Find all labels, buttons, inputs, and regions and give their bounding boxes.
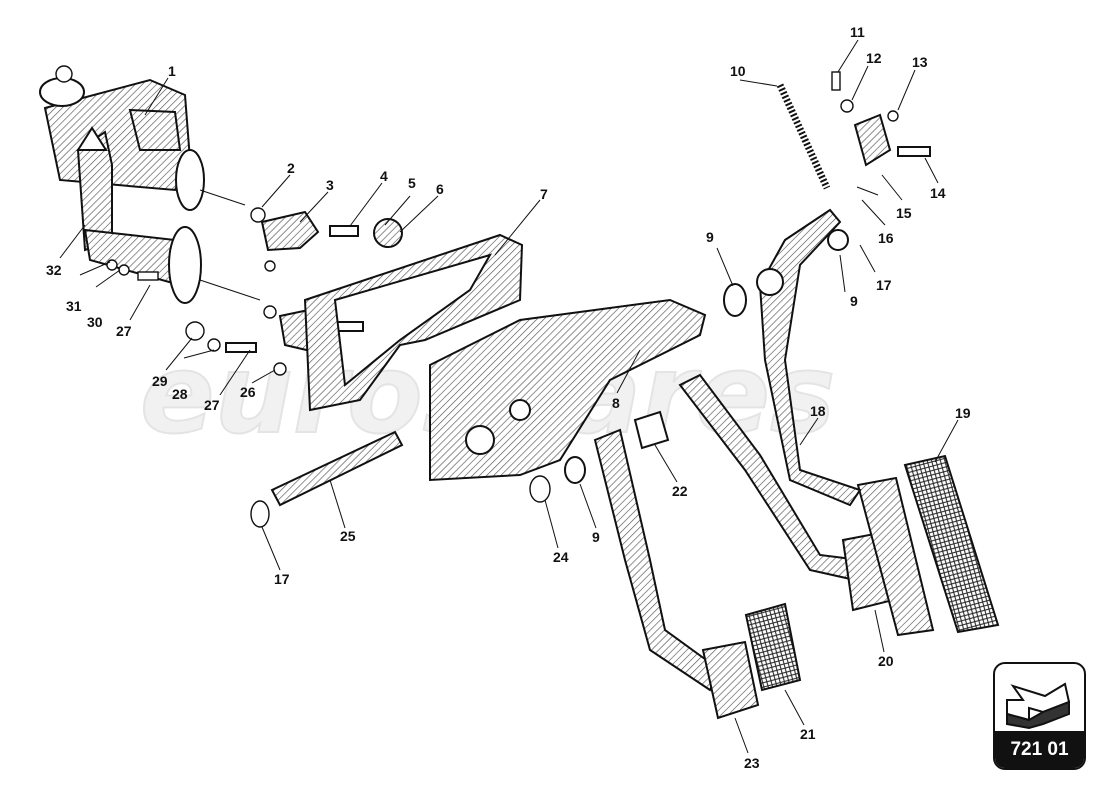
callout-6: 6 — [436, 181, 444, 197]
callout-4: 4 — [380, 168, 388, 184]
pedal-box — [429, 298, 707, 482]
callout-labels: 1 2 3 4 5 6 7 8 9 9 9 10 11 12 13 14 15 … — [46, 24, 971, 771]
callout-29: 29 — [152, 373, 168, 389]
callout-24: 24 — [553, 549, 569, 565]
callout-3: 3 — [326, 177, 334, 193]
arrow-icon — [1006, 682, 1071, 730]
callout-20: 20 — [878, 653, 894, 669]
page-code: 721 01 — [995, 731, 1084, 768]
callout-31: 31 — [66, 298, 82, 314]
callout-1: 1 — [168, 63, 176, 79]
callout-9-right: 9 — [850, 293, 858, 309]
callout-16: 16 — [878, 230, 894, 246]
callout-27-upper: 27 — [116, 323, 132, 339]
callout-19: 19 — [955, 405, 971, 421]
pedal-box-hole — [465, 425, 495, 455]
pedals — [593, 71, 1000, 720]
callout-11: 11 — [850, 24, 865, 40]
callout-18: 18 — [810, 403, 826, 419]
callout-21: 21 — [800, 726, 816, 742]
bracket-plate — [303, 233, 524, 412]
callout-13: 13 — [912, 54, 928, 70]
callout-2: 2 — [287, 160, 295, 176]
master-cylinder-assembly — [39, 65, 261, 304]
callout-22: 22 — [672, 483, 688, 499]
callout-30: 30 — [87, 314, 103, 330]
callout-9-upper: 9 — [706, 229, 714, 245]
callout-8: 8 — [612, 395, 620, 411]
callout-5: 5 — [408, 175, 416, 191]
callout-12: 12 — [866, 50, 882, 66]
callout-17-left: 17 — [274, 571, 290, 587]
pivot-shaft — [270, 430, 404, 507]
callout-7: 7 — [540, 186, 548, 202]
callout-17-right: 17 — [876, 277, 892, 293]
callout-25: 25 — [340, 528, 356, 544]
callout-10: 10 — [730, 63, 746, 79]
callout-15: 15 — [896, 205, 912, 221]
leader-lines — [59, 39, 959, 754]
callout-9-lower: 9 — [592, 529, 600, 545]
callout-32: 32 — [46, 262, 62, 278]
callout-23: 23 — [744, 755, 760, 771]
page-reference-badge: 721 01 — [993, 662, 1086, 770]
callout-14: 14 — [930, 185, 946, 201]
callout-28: 28 — [172, 386, 188, 402]
callout-27-lower: 27 — [204, 397, 220, 413]
callout-26: 26 — [240, 384, 256, 400]
